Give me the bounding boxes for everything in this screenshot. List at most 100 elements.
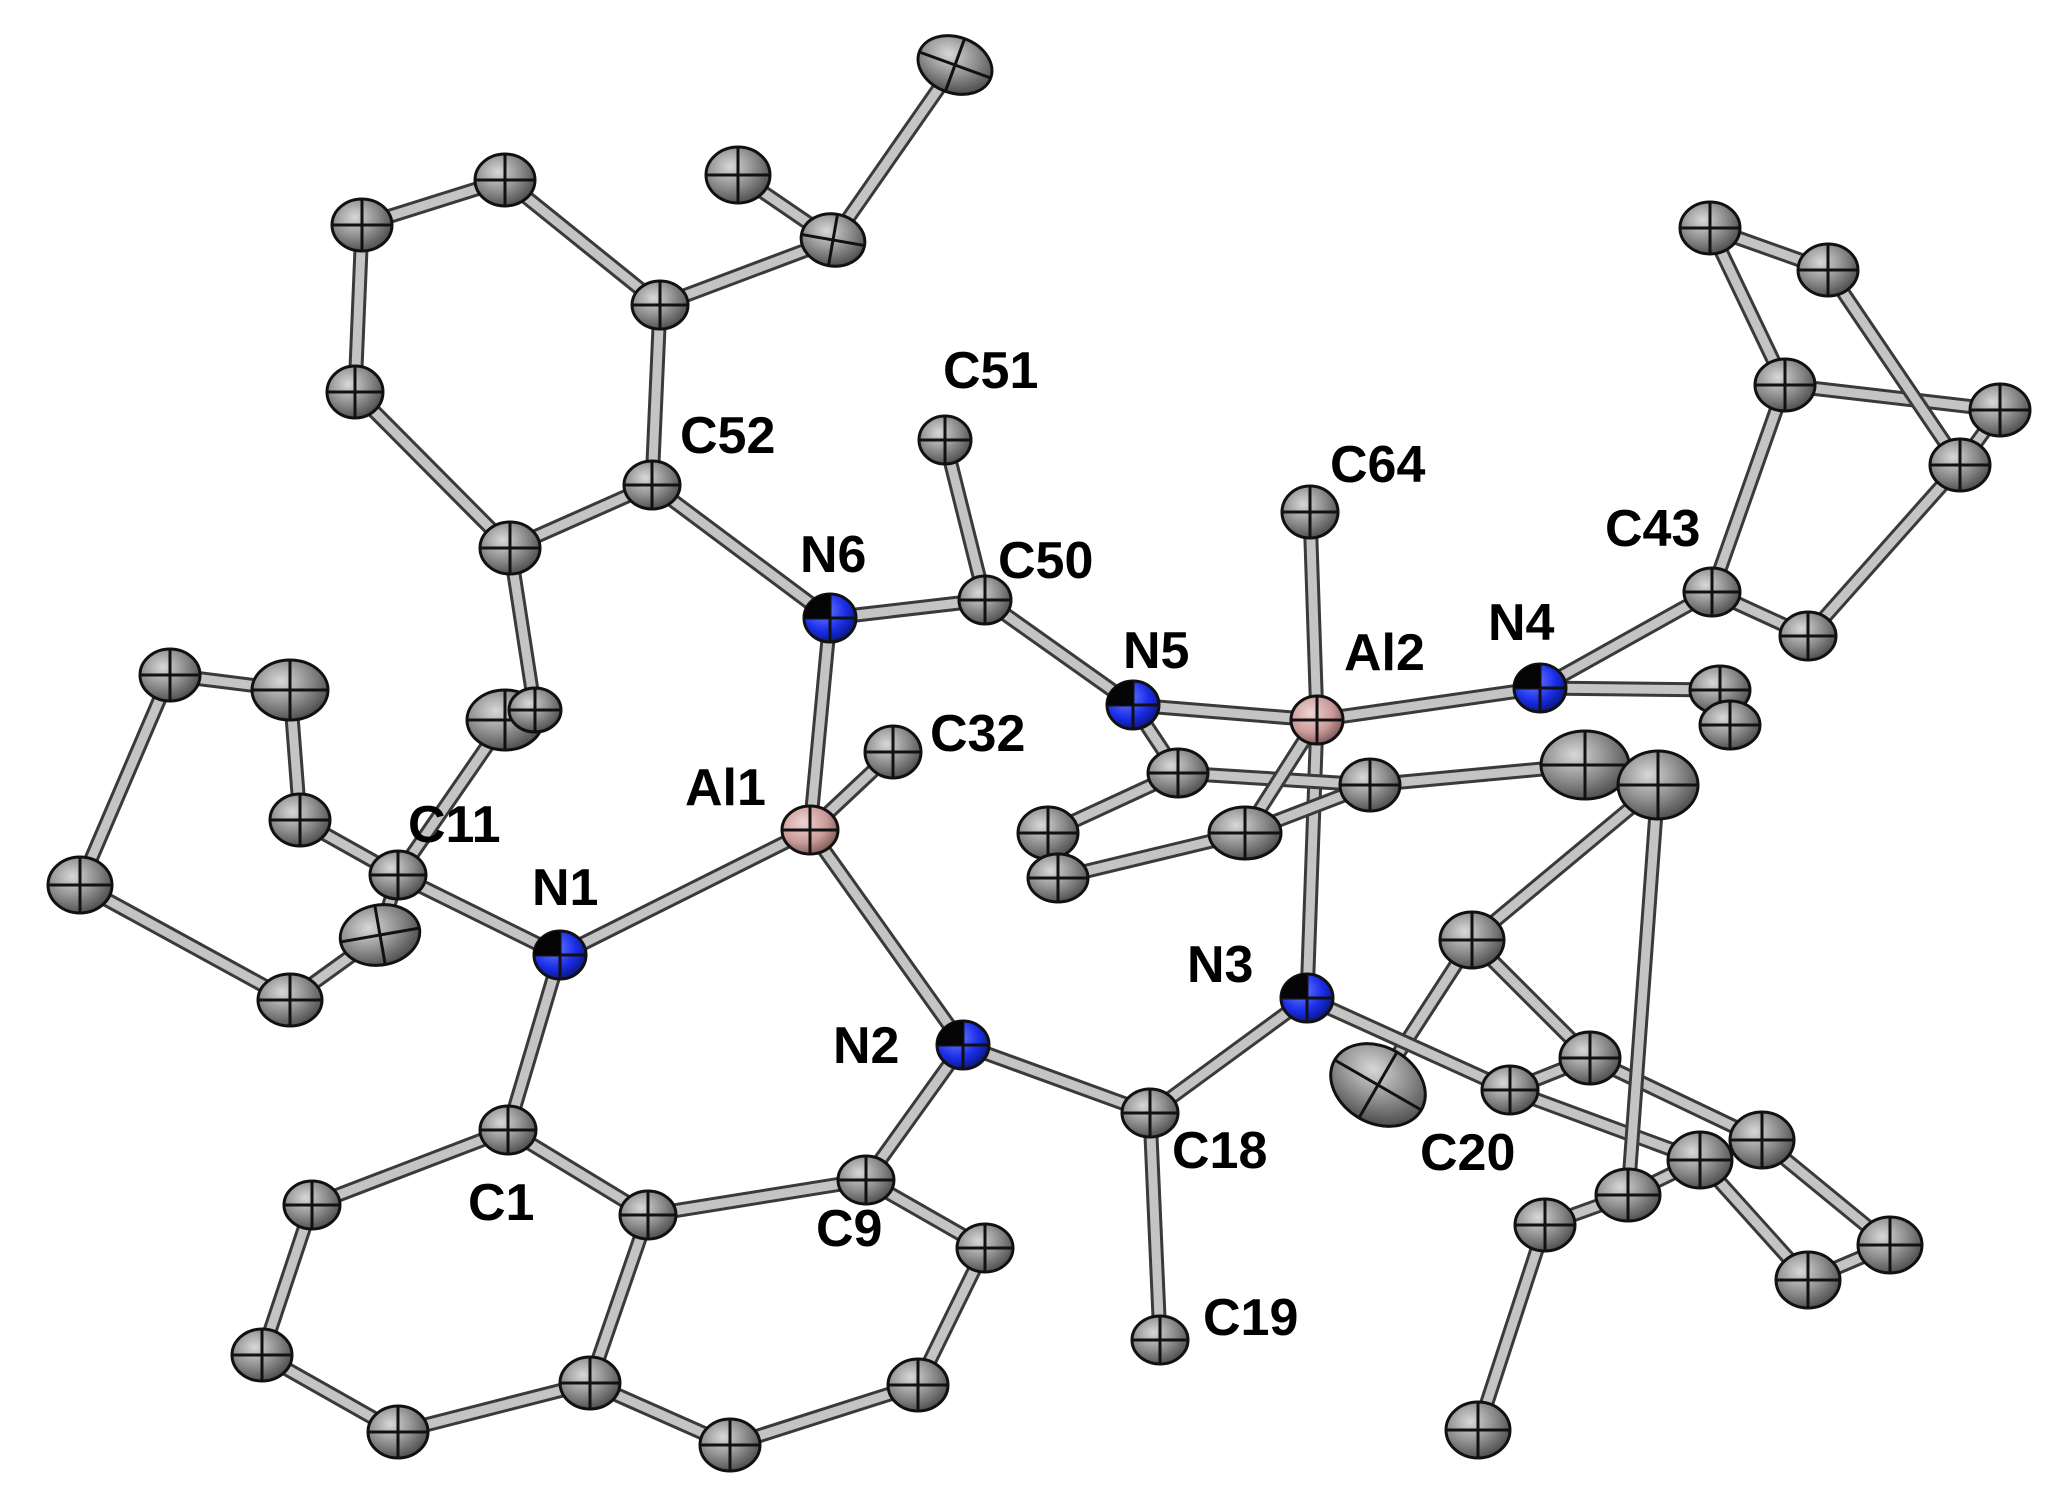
atom-n5	[1105, 679, 1161, 731]
bond-highlight-c52-n6	[647, 480, 835, 623]
bond-highlight-al1-n2	[805, 825, 968, 1050]
atom-nap7	[366, 1404, 430, 1460]
label-N6: N6	[800, 526, 866, 584]
atom-a_ipr1	[799, 212, 867, 268]
bond-highlight-n3-al2	[1302, 715, 1322, 1003]
atom-cr8	[1444, 1400, 1512, 1460]
label-N5: N5	[1123, 622, 1189, 680]
atom-ring_i	[1616, 749, 1700, 821]
label-C18: C18	[1172, 1122, 1267, 1180]
atom-nap3	[955, 1222, 1015, 1274]
atom-c50	[957, 574, 1013, 626]
atom-c19	[1130, 1314, 1190, 1366]
atom-c20	[1480, 1064, 1540, 1116]
atom-c43	[1682, 566, 1742, 618]
atom-c32	[863, 724, 923, 780]
atom-ring_a	[1146, 747, 1210, 799]
atom-left_b	[250, 658, 330, 722]
atom-nap8	[698, 1417, 762, 1473]
bonds-layer	[72, 57, 2008, 1453]
labels-layer: C52 C51 N6 C50 C64 C43 N5 Al2 N4 C32 Al1…	[408, 342, 1700, 1347]
atom-c21a	[1438, 910, 1506, 970]
atom-ring_c	[1016, 805, 1080, 861]
atom-rr1	[1678, 200, 1742, 256]
bond-highlight-rr3-rr1	[1705, 223, 1790, 390]
atom-a_top	[916, 34, 994, 96]
bond-highlight-n1-c1	[503, 950, 565, 1135]
atom-rr6	[1778, 610, 1838, 662]
atom-a_ipr2	[704, 145, 772, 205]
bond-highlight-a_r3-a_r4	[350, 387, 515, 553]
atom-left_c	[268, 792, 332, 848]
bond-highlight-a_top-a_ipr1	[828, 60, 960, 245]
atom-rr4	[1968, 382, 2032, 438]
bond-highlight-a_r2-a_r3	[350, 220, 367, 397]
label-Al2: Al2	[1344, 624, 1425, 682]
atom-n3	[1279, 972, 1335, 1024]
label-C43: C43	[1605, 500, 1700, 558]
bond-highlight-cr7-cr8	[1473, 1220, 1550, 1435]
bond-highlight-c9-n2	[861, 1040, 968, 1185]
atoms-layer	[46, 34, 2032, 1473]
atom-ring_e	[1338, 757, 1402, 813]
bond-highlight-nap7-nap5	[393, 1378, 595, 1437]
label-C1: C1	[468, 1174, 534, 1232]
label-N2: N2	[833, 1017, 899, 1075]
atom-cr7	[1513, 1197, 1577, 1253]
label-Al1: Al1	[685, 759, 766, 817]
atom-cr5	[1666, 1130, 1734, 1190]
atom-a_r4	[478, 520, 542, 576]
bond-highlight-ring_i-c21a	[1467, 780, 1663, 945]
atom-left_d	[46, 855, 114, 915]
bond-highlight-n4-c43	[1535, 587, 1717, 693]
atom-rr5	[1928, 437, 1992, 493]
bond-highlight-a_upr-a_r1	[500, 175, 665, 310]
atom-n6	[802, 592, 858, 644]
bond-highlight-c52-a_upr	[647, 300, 665, 490]
atom-a_r3	[325, 364, 385, 420]
bond-highlight-rr2-rr5	[1823, 265, 1965, 470]
atom-a_upr	[630, 279, 690, 331]
bond-highlight-nap2-c9	[643, 1175, 871, 1220]
atom-nap4	[230, 1327, 294, 1383]
bond-highlight-c18-n3	[1145, 993, 1312, 1118]
atom-nap6	[886, 1357, 950, 1413]
label-C52: C52	[680, 407, 775, 465]
atom-c51	[917, 414, 973, 466]
bond-highlight-n2-c18	[958, 1040, 1155, 1118]
atom-ring_b	[1207, 805, 1283, 861]
bond-highlight-nap5-nap2	[585, 1210, 653, 1388]
atom-n2	[935, 1019, 991, 1071]
bond-highlight-n3-c20	[1302, 993, 1515, 1095]
atom-left_f	[338, 903, 422, 967]
label-C50: C50	[998, 532, 1093, 590]
atom-big	[1329, 1042, 1427, 1128]
bond-highlight-n1-al1	[555, 825, 815, 960]
bond-highlight-n6-al1	[805, 613, 835, 835]
atom-ring_d	[1026, 852, 1090, 904]
atom-ring_g	[1698, 699, 1762, 751]
atom-c11	[368, 849, 428, 901]
atom-a_r2	[330, 197, 394, 253]
atom-cr2	[1728, 1110, 1796, 1170]
atom-c52	[622, 459, 682, 511]
atom-al1	[780, 804, 840, 856]
atom-nap2	[618, 1189, 678, 1241]
atom-nap1	[282, 1179, 342, 1231]
bond-highlight-c18-c19	[1145, 1108, 1165, 1345]
atom-a_r1	[473, 152, 537, 208]
label-N1: N1	[532, 859, 598, 917]
bond-highlight-al2-c64	[1305, 507, 1322, 725]
bond-highlight-n5-al2	[1128, 700, 1322, 725]
label-C11: C11	[408, 796, 501, 854]
bond-highlight-c50-n5	[980, 595, 1138, 710]
label-C32: C32	[930, 705, 1025, 763]
atom-left_a	[138, 647, 202, 703]
atom-c18	[1120, 1087, 1180, 1139]
label-N3: N3	[1187, 936, 1253, 994]
bond-highlight-cr6-ring_i	[1623, 780, 1663, 1200]
bond-highlight-c1-nap1	[307, 1125, 513, 1210]
bond-highlight-c11-n1	[393, 870, 565, 960]
